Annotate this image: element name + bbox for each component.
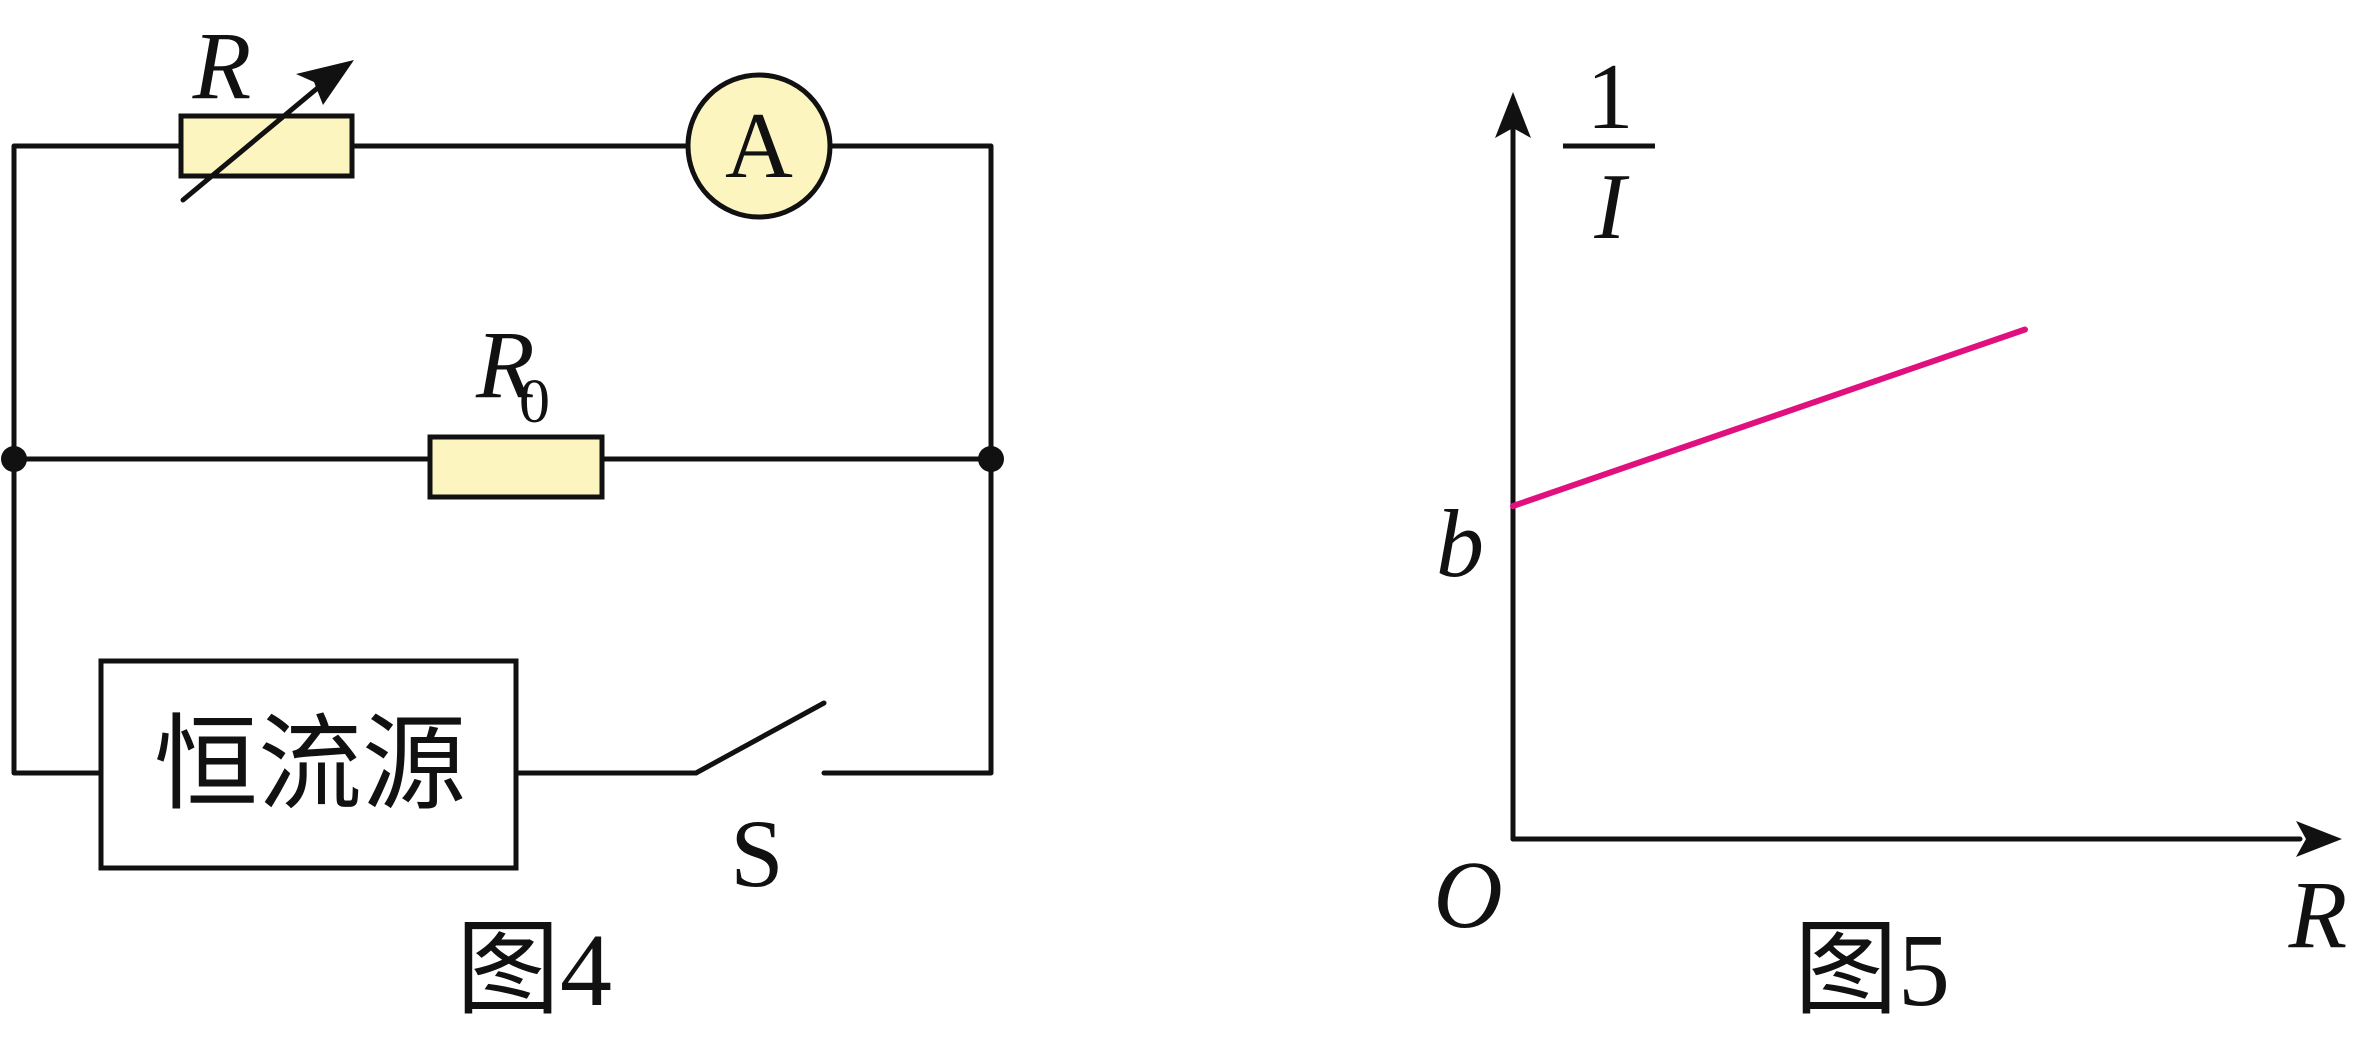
x-axis-label: R bbox=[2288, 861, 2348, 968]
y-axis-label-denominator: I bbox=[1593, 155, 1629, 259]
top-branch-wire-right bbox=[827, 143, 994, 462]
y-axis-label-numerator: 1 bbox=[1587, 45, 1634, 149]
rheostat-arrow-shaft bbox=[180, 83, 323, 203]
data-line bbox=[1510, 326, 2028, 509]
junction-right bbox=[978, 446, 1004, 472]
resistor-r0 bbox=[427, 434, 605, 500]
origin-label: O bbox=[1433, 841, 1502, 948]
x-axis-arrow bbox=[2296, 821, 2342, 857]
top-branch-wire-left bbox=[11, 143, 184, 462]
junction-left bbox=[1, 446, 27, 472]
switch-blade bbox=[693, 700, 827, 776]
ammeter bbox=[685, 72, 833, 220]
rheostat-arrow-head bbox=[296, 60, 354, 105]
rheostat-label: R bbox=[192, 12, 252, 119]
constant-current-source-label: 恒流源 bbox=[154, 708, 466, 823]
y-axis-arrow bbox=[1495, 92, 1531, 138]
circuit-diagram: R A R 0 恒流源 S 图4 bbox=[1, 12, 1004, 1028]
figure-4-caption: 图4 bbox=[456, 913, 612, 1028]
ammeter-label: A bbox=[725, 94, 793, 198]
bottom-branch-wire-left bbox=[11, 456, 104, 776]
figure-5-caption: 图5 bbox=[1794, 913, 1950, 1028]
graph-figure: 1 I R O b 图5 bbox=[1433, 45, 2347, 1028]
rheostat bbox=[178, 113, 355, 179]
intercept-label: b bbox=[1436, 490, 1484, 597]
constant-current-source bbox=[98, 658, 519, 871]
switch-label: S bbox=[730, 800, 783, 907]
bottom-branch-wire-right bbox=[821, 456, 994, 776]
resistor-r0-label: R 0 bbox=[475, 311, 550, 436]
